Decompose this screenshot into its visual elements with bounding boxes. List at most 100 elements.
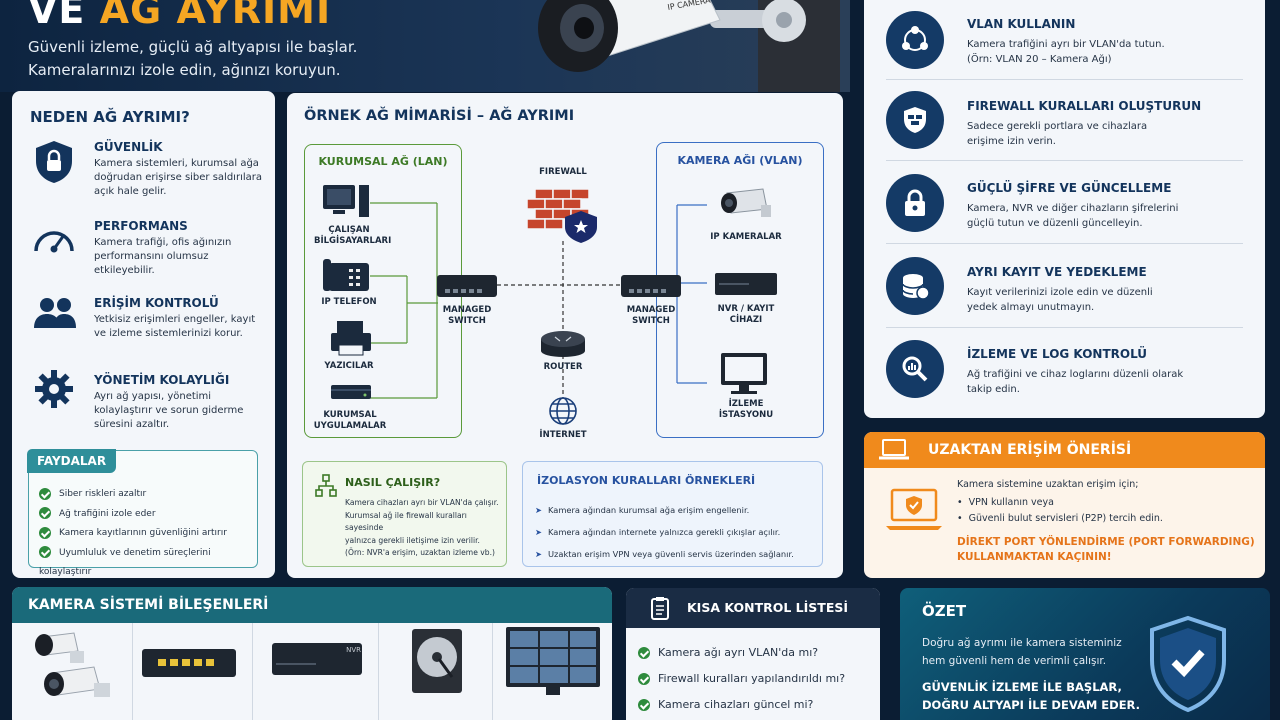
- firewall-icon: [886, 91, 944, 149]
- divider: [886, 327, 1243, 328]
- security-camera-illustration: IP CAMERA: [538, 0, 840, 92]
- hero-subtitle-1: Güvenli izleme, güçlü ağ altyapısı ile b…: [28, 38, 358, 56]
- isolation-rules-box: İZOLASYON KURALLARI ÖRNEKLERİ ➤Kamera ağ…: [522, 461, 823, 567]
- lan-device-label: YAZICILAR: [324, 361, 374, 371]
- lock-icon: [36, 141, 72, 183]
- why-item-title: YÖNETİM KOLAYLIĞI: [94, 373, 230, 387]
- summary-title: ÖZET: [922, 602, 967, 620]
- remote-intro: Kamera sistemine uzaktan erişim için;: [957, 479, 1139, 490]
- why-panel: NEDEN AĞ AYRIMI? GÜVENLİK Kamera sisteml…: [12, 91, 275, 578]
- users-icon: [34, 298, 76, 328]
- isolation-rule: ➤Kamera ağından kurumsal ağa erişim enge…: [535, 505, 750, 515]
- why-item-text: Kamera trafiği, ofis ağınızın performans…: [94, 237, 232, 276]
- benefits-list: Siber riskleri azaltır Ağ trafiğini izol…: [39, 485, 257, 583]
- nvr-icon: [272, 643, 362, 675]
- database-icon: [886, 257, 944, 315]
- why-item-title: PERFORMANS: [94, 219, 188, 233]
- isolation-title: İZOLASYON KURALLARI ÖRNEKLERİ: [537, 474, 756, 487]
- hero-title: VE AĞ AYRIMI: [28, 0, 332, 32]
- vlan-device-label: NVR / KAYIT CİHAZI: [717, 304, 775, 325]
- divider: [886, 243, 1243, 244]
- server-icon: [331, 385, 371, 399]
- hero-banner: VE AĞ AYRIMI Güvenli izleme, güçlü ağ al…: [0, 0, 850, 92]
- remote-access-header: UZAKTAN ERİŞİM ÖNERİSİ: [864, 432, 1265, 468]
- vlan-device-label: İZLEME İSTASYONU: [718, 399, 774, 420]
- divider: [378, 623, 379, 720]
- divider: [252, 623, 253, 720]
- tips-panel: VLAN KULLANIN Kamera trafiğini ayrı bir …: [864, 0, 1265, 418]
- components-panel: KAMERA SİSTEMİ BİLEŞENLERİ NVR: [12, 587, 612, 720]
- poe-switch-icon: [142, 649, 236, 677]
- firewall-icon: [526, 188, 597, 243]
- switch-right-label: MANAGED SWITCH: [626, 305, 676, 326]
- checklist-item: Kamera ağı ayrı VLAN'da mı?: [638, 640, 845, 666]
- switch-left-label: MANAGED SWITCH: [442, 305, 492, 326]
- shield-check-icon: [1150, 615, 1226, 713]
- nvr-text: NVR: [346, 646, 361, 654]
- remote-access-title: UZAKTAN ERİŞİM ÖNERİSİ: [928, 442, 1132, 458]
- components-header: KAMERA SİSTEMİ BİLEŞENLERİ: [12, 587, 612, 623]
- nvr-icon: [715, 273, 777, 295]
- network-tree-icon: [315, 474, 337, 497]
- checklist-items: Kamera ağı ayrı VLAN'da mı? Firewall kur…: [638, 640, 845, 718]
- firewall-label: FIREWALL: [539, 167, 587, 177]
- remote-bullet: • Güvenli bulut servisleri (P2P) tercih …: [957, 513, 1163, 524]
- ip-camera-icon: [35, 632, 110, 697]
- remote-access-panel: UZAKTAN ERİŞİM ÖNERİSİ Kamera sistemine …: [864, 432, 1265, 578]
- switch-left-icon: [437, 275, 497, 297]
- vlan-device-label: IP KAMERALAR: [710, 232, 782, 242]
- benefit-item: Ağ trafiğini izole eder: [39, 505, 257, 525]
- divider: [132, 623, 133, 720]
- benefits-title: FAYDALAR: [27, 449, 117, 473]
- divider: [886, 79, 1243, 80]
- phone-icon: [323, 259, 369, 291]
- router-icon: [541, 331, 585, 357]
- isolation-rule: ➤Kamera ağından internete yalnızca gerek…: [535, 527, 781, 537]
- why-item-text: Yetkisiz erişimleri engeller, kayıt ve i…: [94, 314, 256, 339]
- router-label: ROUTER: [543, 362, 583, 372]
- benefit-item: Kamera kayıtlarının güvenliğini artırır: [39, 524, 257, 544]
- remote-bullet: • VPN kullanın veya: [957, 497, 1054, 508]
- lock-icon: [886, 174, 944, 232]
- why-title: NEDEN AĞ AYRIMI?: [30, 108, 190, 126]
- network-diagram: [323, 185, 777, 425]
- hard-disk-icon: [412, 629, 462, 693]
- clipboard-icon: [651, 597, 669, 620]
- architecture-panel: ÖRNEK AĞ MİMARİSİ – AĞ AYRIMI KURUMSAL A…: [287, 93, 843, 578]
- ip-camera-icon: [721, 188, 771, 217]
- switch-right-icon: [621, 275, 681, 297]
- lan-device-label: KURUMSAL UYGULAMALAR: [313, 410, 387, 431]
- architecture-title: ÖRNEK AĞ MİMARİSİ – AĞ AYRIMI: [304, 108, 575, 124]
- divider: [886, 160, 1243, 161]
- summary-panel: ÖZET Doğru ağ ayrımı ile kamera sistemin…: [900, 588, 1270, 720]
- gear-icon: [35, 370, 73, 408]
- laptop-icon: [879, 439, 909, 460]
- hero-subtitle-2: Kameralarınızı izole edin, ağınızı koruy…: [28, 61, 341, 79]
- why-item-text: Kamera sistemleri, kurumsal ağa doğrudan…: [94, 158, 262, 197]
- components-title: KAMERA SİSTEMİ BİLEŞENLERİ: [28, 597, 269, 613]
- components-illustrations: [35, 627, 600, 697]
- pc-icon: [323, 185, 369, 217]
- gauge-icon: [34, 231, 74, 253]
- lan-device-label: ÇALIŞAN BİLGİSAYARLARI: [314, 225, 392, 246]
- checklist-title: KISA KONTROL LİSTESİ: [687, 600, 849, 615]
- checklist-item: Kamera cihazları güncel mi?: [638, 692, 845, 718]
- monitor-icon: [721, 353, 767, 394]
- printer-icon: [331, 321, 371, 356]
- benefit-item: Siber riskleri azaltır: [39, 485, 257, 505]
- how-title: NASIL ÇALIŞIR?: [345, 476, 441, 489]
- how-it-works-box: NASIL ÇALIŞIR? Kamera cihazları ayrı bir…: [302, 461, 507, 567]
- search-icon: [886, 340, 944, 398]
- benefits-box: FAYDALAR Siber riskleri azaltır Ağ trafi…: [27, 449, 258, 577]
- checklist-item: Firewall kuralları yapılandırıldı mı?: [638, 666, 845, 692]
- why-item-title: ERİŞİM KONTROLÜ: [94, 296, 219, 310]
- checklist-panel: KISA KONTROL LİSTESİ Kamera ağı ayrı VLA…: [626, 588, 880, 720]
- isolation-rules-list: ➤Kamera ağından kurumsal ağa erişim enge…: [535, 499, 794, 565]
- internet-label: İNTERNET: [539, 430, 587, 440]
- divider: [492, 623, 493, 720]
- how-text: Kamera cihazları ayrı bir VLAN'da çalışı…: [345, 498, 499, 557]
- monitor-icon: [506, 627, 600, 695]
- lan-title: KURUMSAL AĞ (LAN): [318, 155, 448, 168]
- lan-device-label: IP TELEFON: [321, 297, 377, 307]
